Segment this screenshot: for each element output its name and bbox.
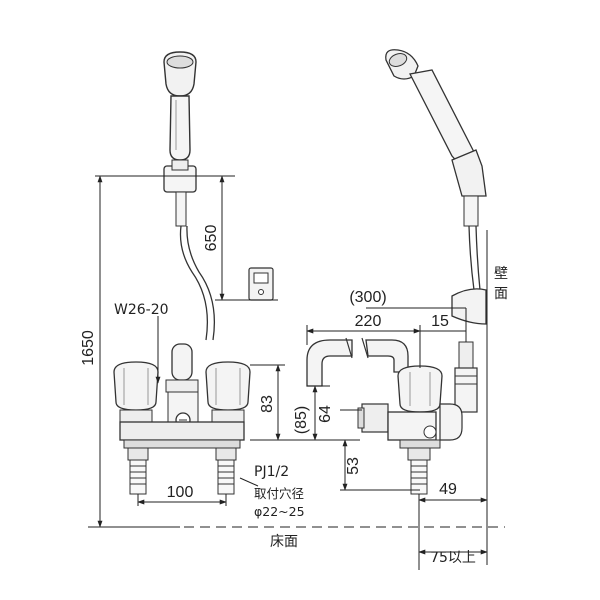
- shower-holder-front: [163, 159, 197, 227]
- faucet-body-side: [357, 365, 443, 495]
- dim-connector-height: 53: [345, 457, 362, 475]
- wall-bracket-small: [248, 267, 274, 301]
- dim-min-distance: 75以上: [430, 550, 476, 566]
- dim-wall-offset: 49: [439, 481, 457, 498]
- shower-holder-side: [451, 149, 487, 227]
- dimension-lines-left: [95, 175, 360, 528]
- dim-pipe-size: PJ1/2: [254, 464, 289, 480]
- spout-side: [306, 337, 409, 387]
- shower-hose-front: [179, 225, 216, 341]
- dim-pitch: 100: [167, 484, 194, 501]
- dimension-lines-right: [306, 307, 488, 570]
- dim-mount-hole-range: φ22~25: [254, 504, 305, 519]
- label-wall-char-1: 壁: [494, 266, 508, 282]
- dim-hose-connection: W26-20: [114, 302, 169, 318]
- label-wall: 壁 面: [494, 266, 508, 302]
- dim-faucet-height: 83: [259, 395, 276, 413]
- wall-bracket-side: [451, 288, 487, 325]
- faucet-body-front: [113, 343, 251, 495]
- dim-spout-reach: (300): [349, 289, 386, 306]
- shower-head-front: [163, 51, 197, 161]
- label-floor: 床面: [270, 534, 298, 550]
- shower-head-side: [385, 49, 475, 162]
- dim-wall-clearance: 15: [431, 313, 449, 330]
- dim-total-height: 1650: [80, 330, 97, 366]
- dim-spout-height: 64: [317, 405, 334, 423]
- shower-hose-side: [468, 225, 481, 291]
- label-wall-char-2: 面: [494, 286, 508, 302]
- dim-holder-offset: 650: [203, 225, 220, 252]
- wall-elbow-connector: [439, 341, 478, 441]
- dim-spout-projection: 220: [355, 313, 382, 330]
- dim-mount-hole-label: 取付穴径: [254, 486, 304, 501]
- dim-spout-height-paren: (85): [293, 406, 310, 434]
